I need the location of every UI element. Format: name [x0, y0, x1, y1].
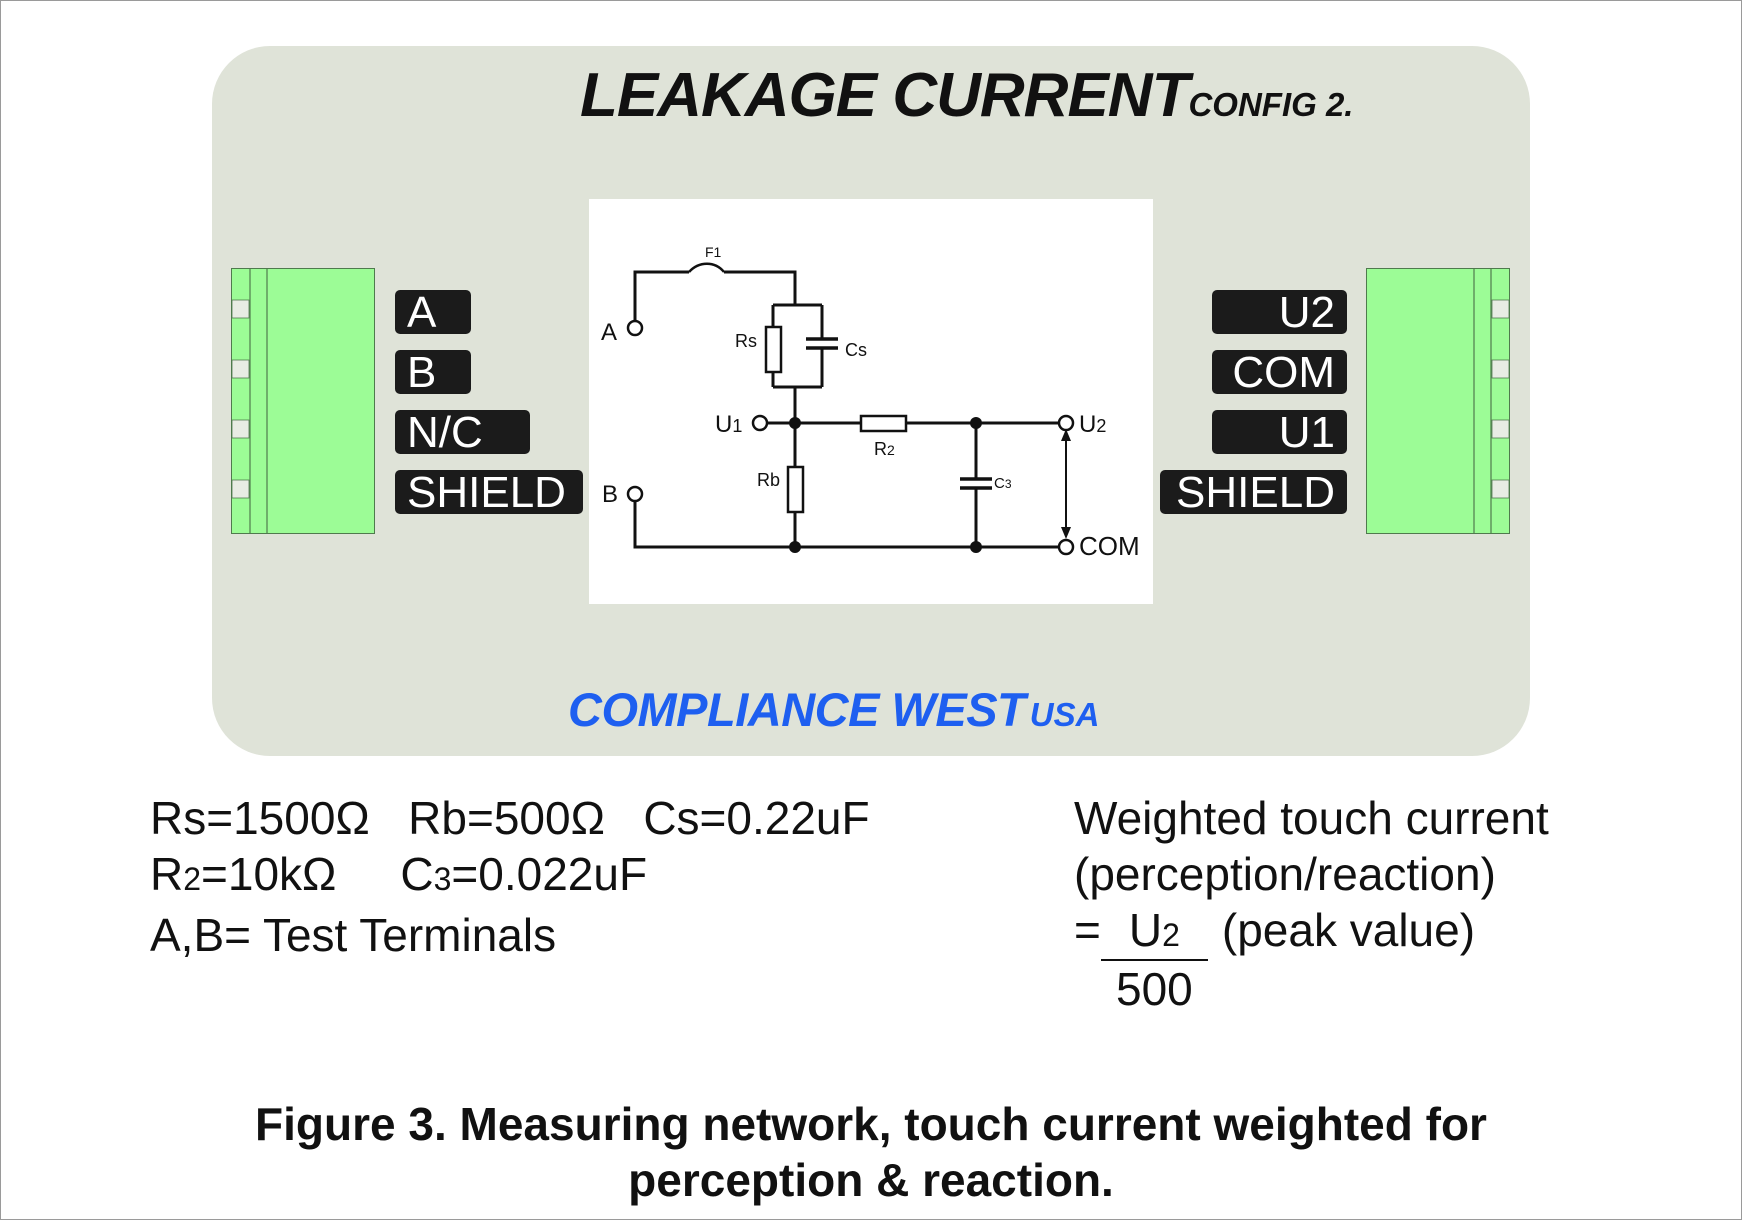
left-label-shield: SHIELD: [395, 470, 583, 515]
terminal-b: [626, 485, 644, 503]
node-label-u2: U2: [1079, 411, 1106, 438]
wire-fuse-out: [724, 270, 797, 305]
caption-line-2: perception & reaction.: [628, 1154, 1114, 1206]
component-label-rb: Rb: [757, 470, 780, 490]
brand-suffix: USA: [1029, 696, 1100, 733]
formula-denominator: 500: [1116, 963, 1193, 1015]
fuse-f1: [688, 262, 725, 273]
right-terminal-block: [1366, 268, 1510, 534]
terminal-a: [626, 319, 644, 337]
right-label-u2: U2: [1212, 290, 1347, 335]
title-main: LEAKAGE CURRENT: [580, 61, 1189, 130]
node-label-com: COM: [1079, 531, 1140, 561]
param-rs: Rs=1500Ω: [150, 792, 370, 844]
junction-rb-bottom: [789, 541, 801, 553]
formula-numerator: U2: [1100, 906, 1208, 961]
param-rb: Rb=500Ω: [408, 792, 605, 844]
title-config: CONFIG 2.: [1188, 86, 1354, 123]
left-terminal-block: [231, 268, 375, 534]
wire-a: [633, 270, 689, 321]
component-label-cs: Cs: [845, 340, 867, 360]
weighted-current-formula: Weighted touch current (perception/react…: [1074, 790, 1549, 1017]
component-label-c3: C3: [994, 475, 1012, 492]
params-line-3: A,B= Test Terminals: [150, 909, 557, 961]
formula-line-2: (perception/reaction): [1074, 848, 1496, 900]
right-label-shield: SHIELD: [1160, 470, 1347, 515]
component-label-rs: Rs: [735, 331, 757, 351]
component-label-r2: R2: [874, 439, 895, 459]
right-label-com: COM: [1212, 350, 1347, 395]
component-values: Rs=1500Ω Rb=500Ω Cs=0.22uF R2=10kΩ C3=0.…: [150, 790, 870, 963]
brand-logo: COMPLIANCE WEST USA: [568, 682, 1099, 737]
node-label-a: A: [601, 319, 617, 346]
panel-title: LEAKAGE CURRENTCONFIG 2.: [580, 60, 1353, 131]
right-label-u1: U1: [1212, 410, 1347, 455]
arrow-head-down: [1061, 527, 1071, 539]
terminal-com: [1057, 538, 1075, 556]
left-label-nc: N/C: [395, 410, 530, 455]
circuit-schematic: A B U1 U2 COM F1 Rs Cs R2 Rb C3: [589, 199, 1153, 604]
terminal-u1: [751, 414, 769, 432]
junction-u1-rb: [789, 417, 801, 429]
junction-c3-top: [970, 417, 982, 429]
terminal-u2: [1057, 414, 1075, 432]
component-label-f1: F1: [705, 244, 722, 260]
formula-line-3: =U2(peak value): [1074, 902, 1549, 961]
resistor-r2: [859, 414, 908, 433]
formula-line-1: Weighted touch current: [1074, 792, 1549, 844]
formula-peak: (peak value): [1221, 904, 1476, 956]
node-label-b: B: [602, 481, 618, 508]
param-cs: Cs=0.22uF: [643, 792, 870, 844]
resistor-rs: [764, 325, 783, 374]
wire-b-com: [633, 490, 1060, 549]
left-label-b: B: [395, 350, 471, 395]
caption-line-1: Figure 3. Measuring network, touch curre…: [255, 1098, 1487, 1150]
figure-caption: Figure 3. Measuring network, touch curre…: [0, 1096, 1742, 1208]
node-label-u1: U1: [715, 411, 742, 438]
params-line-2: R2=10kΩ C3=0.022uF: [150, 846, 870, 907]
params-line-1: Rs=1500Ω Rb=500Ω Cs=0.22uF: [150, 790, 870, 846]
brand-name: COMPLIANCE WEST: [568, 683, 1026, 736]
param-c3: C3=0.022uF: [400, 848, 648, 900]
arrow-head-up: [1061, 429, 1071, 441]
resistor-rb: [786, 465, 805, 514]
junction-c3-bottom: [970, 541, 982, 553]
param-r2: R2=10kΩ: [150, 848, 337, 900]
left-label-a: A: [395, 290, 471, 335]
